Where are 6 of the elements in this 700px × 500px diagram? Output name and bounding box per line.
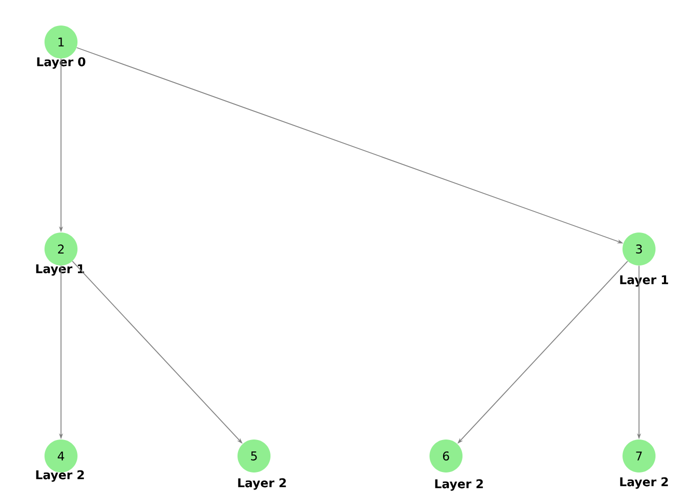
layer-label: Layer 2 bbox=[620, 477, 668, 489]
layer-label: Layer 2 bbox=[36, 470, 84, 482]
layer-label: Layer 2 bbox=[435, 479, 483, 491]
layer-label: Layer 2 bbox=[238, 478, 286, 490]
layer-label: Layer 0 bbox=[37, 57, 86, 69]
layer-label: Layer 1 bbox=[620, 275, 668, 287]
